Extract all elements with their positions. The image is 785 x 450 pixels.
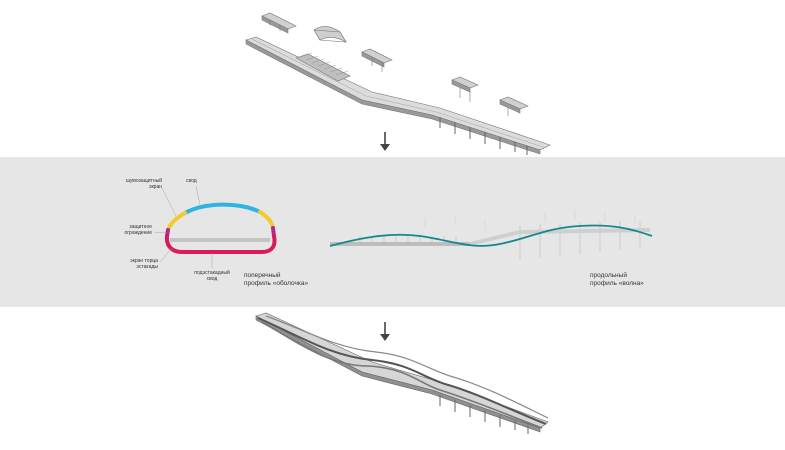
arrow-down-icon [380, 132, 390, 151]
module-screen-4 [499, 96, 529, 116]
caption-cross-section: поперечный профиль «оболочка» [244, 272, 309, 287]
top-overpass-drawing [245, 12, 551, 155]
wave-line [329, 224, 653, 247]
module-screen-1 [261, 12, 297, 34]
longitudinal-profile [329, 210, 653, 260]
bottom-overpass-drawing [255, 312, 549, 434]
cross-section-shell [164, 202, 277, 254]
module-screen-3 [451, 76, 479, 102]
module-vault [313, 26, 347, 43]
label-barrier: защитное ограждение [124, 224, 152, 236]
noise-screen-left [166, 211, 187, 232]
label-under-vault: подэстакадный свод [194, 270, 230, 282]
cross-section-band [0, 157, 785, 307]
vault-segment [183, 202, 262, 215]
label-vault: свод [186, 178, 197, 184]
under-vault-segment [164, 234, 277, 254]
module-screen-2 [361, 48, 393, 72]
noise-screen-right [258, 210, 275, 230]
label-noise-screen: шумозащитный экран [125, 178, 162, 190]
arrow-down-icon [380, 322, 390, 341]
caption-longitudinal: продольный профиль «волна» [590, 272, 644, 287]
cross-section-deck [170, 238, 270, 242]
label-end-screen: экран торца эстакады [130, 258, 158, 270]
